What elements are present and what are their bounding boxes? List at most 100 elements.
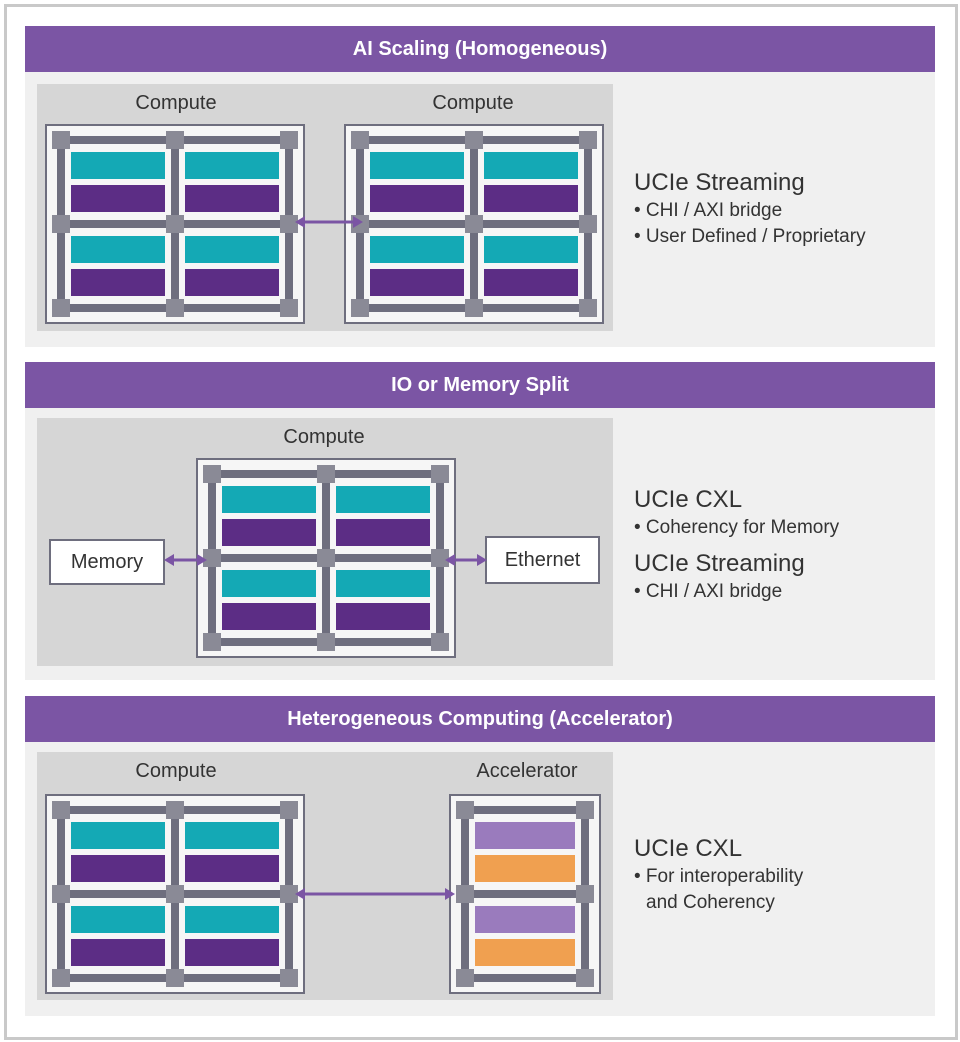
section-banner: Heterogeneous Computing (Accelerator) — [25, 696, 935, 742]
core-cell — [484, 269, 578, 296]
memory-box: Memory — [49, 539, 165, 585]
arrow-head — [295, 216, 305, 228]
chip-grid — [456, 801, 594, 987]
protocol-item: • For interoperability — [634, 866, 804, 887]
core-cell — [185, 939, 279, 966]
protocol-item: • CHI / AXI bridge — [634, 581, 783, 602]
core-cell — [475, 855, 575, 882]
grid-node — [52, 969, 70, 987]
grid-node — [280, 969, 298, 987]
grid-node — [431, 465, 449, 483]
core-cell — [475, 822, 575, 849]
compute-chip — [45, 794, 305, 994]
section-banner: AI Scaling (Homogeneous) — [25, 26, 935, 72]
protocol-item: and Coherency — [646, 892, 775, 913]
chip-grid — [52, 131, 298, 317]
grid-node — [52, 215, 70, 233]
grid-node — [280, 299, 298, 317]
core-cell — [222, 486, 316, 513]
grid-node — [431, 633, 449, 651]
core-cell — [222, 519, 316, 546]
core-cell — [185, 855, 279, 882]
interconnect-arrow — [445, 554, 487, 566]
grid-node — [166, 299, 184, 317]
grid-node — [166, 215, 184, 233]
protocol-title: UCIe CXL — [634, 486, 743, 513]
core-cell — [336, 486, 430, 513]
grid-node — [52, 299, 70, 317]
core-cell — [222, 570, 316, 597]
chip-grid — [203, 465, 449, 651]
core-cell — [370, 236, 464, 263]
compute-chip — [45, 124, 305, 324]
accelerator-chip — [449, 794, 601, 994]
core-cell — [185, 185, 279, 212]
protocol-title: UCIe Streaming — [634, 550, 805, 577]
grid-line — [465, 806, 585, 814]
protocol-title: UCIe CXL — [634, 835, 743, 862]
block-title-compute: Compute — [432, 92, 514, 114]
core-cell — [71, 269, 165, 296]
grid-node — [52, 801, 70, 819]
core-cell — [336, 570, 430, 597]
block-title-compute: Compute — [135, 92, 217, 114]
grid-node — [351, 131, 369, 149]
grid-node — [280, 801, 298, 819]
core-cell — [336, 519, 430, 546]
core-cell — [336, 603, 430, 630]
grid-node — [317, 633, 335, 651]
core-cell — [71, 185, 165, 212]
section-banner: IO or Memory Split — [25, 362, 935, 408]
core-cell — [370, 152, 464, 179]
arrow-head — [164, 554, 174, 566]
interconnect-arrow — [295, 216, 363, 228]
core-cell — [222, 603, 316, 630]
grid-line — [465, 974, 585, 982]
grid-node — [317, 549, 335, 567]
core-cell — [185, 269, 279, 296]
arrow-head — [477, 554, 487, 566]
protocol-list: UCIe Streaming • CHI / AXI bridge • User… — [634, 168, 866, 250]
grid-node — [576, 801, 594, 819]
protocol-item: • User Defined / Proprietary — [634, 226, 866, 247]
ethernet-box: Ethernet — [485, 536, 600, 584]
grid-node — [576, 885, 594, 903]
core-cell — [185, 906, 279, 933]
compute-chip — [196, 458, 456, 658]
core-cell — [71, 236, 165, 263]
protocol-item: • Coherency for Memory — [634, 517, 840, 538]
grid-node — [203, 633, 221, 651]
block-title-compute: Compute — [283, 426, 365, 448]
compute-chip — [344, 124, 604, 324]
grid-node — [465, 299, 483, 317]
arrow-head — [197, 554, 207, 566]
grid-node — [351, 299, 369, 317]
interconnect-arrow — [164, 554, 207, 566]
grid-node — [465, 131, 483, 149]
grid-node — [456, 885, 474, 903]
grid-node — [579, 215, 597, 233]
grid-node — [579, 299, 597, 317]
grid-node — [166, 801, 184, 819]
grid-node — [317, 465, 335, 483]
grid-node — [431, 549, 449, 567]
arrow-head — [295, 888, 305, 900]
grid-node — [465, 215, 483, 233]
core-cell — [71, 906, 165, 933]
chip-grid — [52, 801, 298, 987]
chip-grid — [351, 131, 597, 317]
core-cell — [484, 236, 578, 263]
grid-node — [280, 215, 298, 233]
arrow-head — [353, 216, 363, 228]
core-cell — [185, 152, 279, 179]
section-panel: Compute Memory Ethernet UCIe CXL • Coher… — [25, 408, 935, 680]
core-cell — [370, 185, 464, 212]
grid-node — [579, 131, 597, 149]
grid-node — [52, 131, 70, 149]
grid-node — [280, 131, 298, 149]
grid-node — [203, 465, 221, 483]
grid-node — [456, 801, 474, 819]
core-cell — [484, 185, 578, 212]
core-cell — [475, 906, 575, 933]
protocol-item: • CHI / AXI bridge — [634, 200, 783, 221]
